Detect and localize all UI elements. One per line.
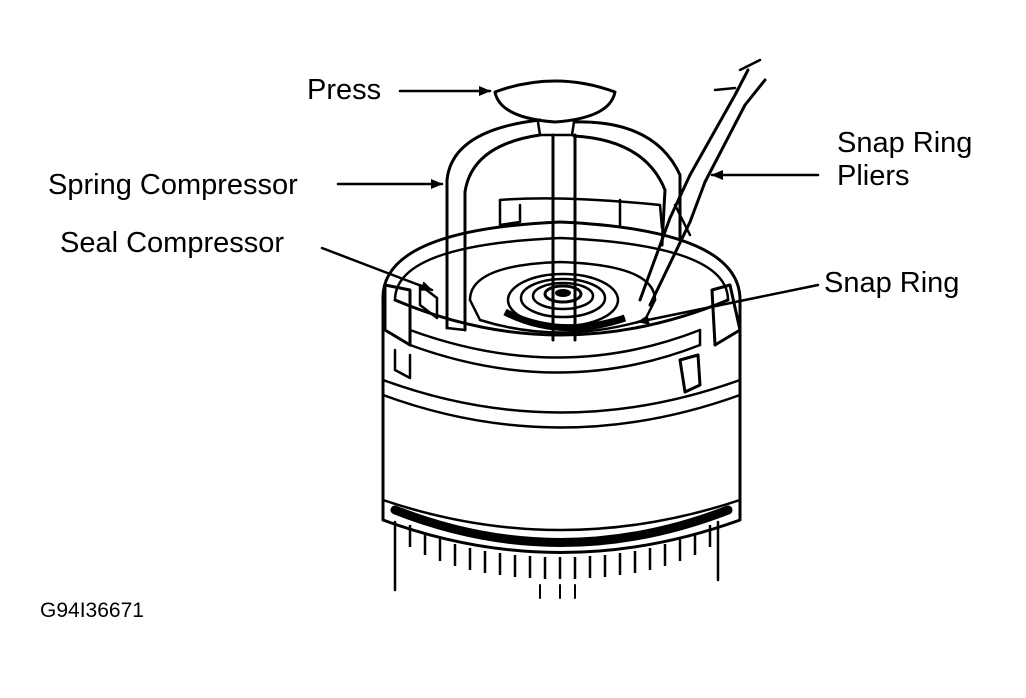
label-seal-compressor: Seal Compressor xyxy=(60,227,284,259)
spring-compressor-tool xyxy=(418,79,682,342)
clutch-drum xyxy=(381,197,742,599)
label-press: Press xyxy=(307,74,381,106)
piston-assembly xyxy=(468,260,657,334)
label-snap-ring: Snap Ring xyxy=(824,267,959,299)
callout-leaders xyxy=(320,86,820,325)
seal-compressor-leader xyxy=(320,246,434,292)
label-spring-compressor: Spring Compressor xyxy=(48,169,298,201)
snap-ring-pliers xyxy=(638,58,767,307)
label-snap-ring-pliers-line1: Snap Ring xyxy=(837,127,972,159)
snap-ring-leader xyxy=(636,283,820,325)
label-snap-ring-pliers-line2: Pliers xyxy=(837,160,910,192)
spline-teeth xyxy=(408,525,712,579)
figure-code: G94I36671 xyxy=(40,599,144,622)
